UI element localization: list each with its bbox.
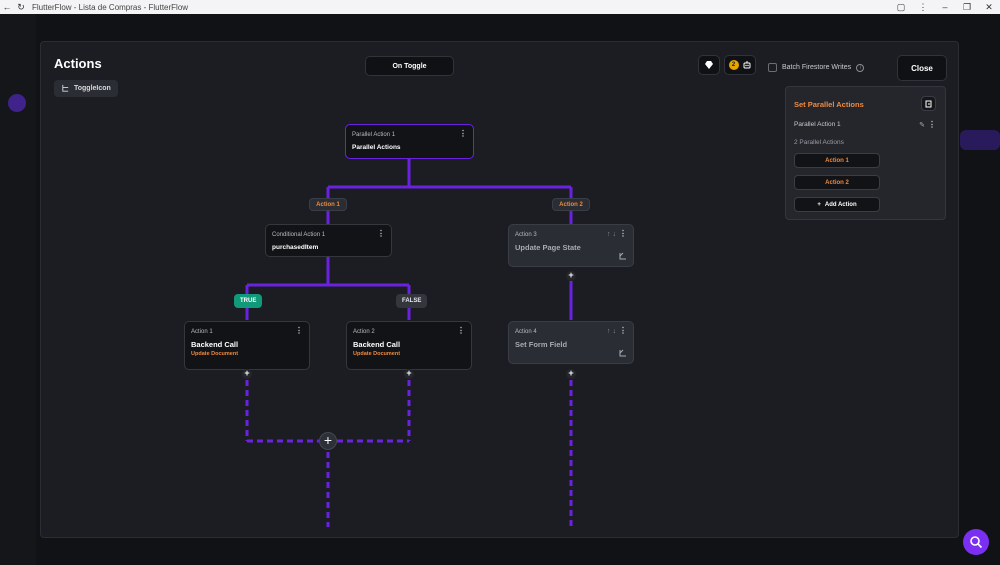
more-vert-icon[interactable]: ⋮ (457, 326, 465, 335)
false-badge: FALSE (396, 294, 428, 308)
info-icon[interactable]: i (856, 63, 865, 72)
parallel-action-node[interactable]: Parallel Action 1 Parallel Actions ⋮ (345, 124, 474, 159)
reload-icon[interactable]: ↻ (17, 1, 25, 12)
branch-icon[interactable] (619, 252, 627, 260)
node-name: purchasedItem (272, 244, 319, 251)
node-label: Conditional Action 1 (272, 232, 326, 238)
batch-writes-toggle[interactable]: Batch Firestore Writes i (768, 63, 865, 72)
coin-badge: 2 (728, 60, 739, 70)
panel-title: Set Parallel Actions (794, 100, 864, 109)
node-label: Action 2 (353, 329, 375, 335)
close-button[interactable]: Close (897, 55, 947, 81)
parallel-actions-panel: Set Parallel Actions Parallel Action 1 ✎… (785, 86, 946, 220)
add-action-icon[interactable]: + (242, 369, 252, 379)
app-sidebar (0, 14, 36, 565)
agent-button[interactable]: 2 (724, 55, 756, 75)
batch-checkbox[interactable] (768, 63, 777, 72)
node-label: Action 1 (191, 329, 213, 335)
close-window-icon[interactable]: ✕ (985, 1, 993, 12)
reorder-arrows-icon[interactable]: ↑↓ (607, 328, 618, 335)
trigger-selector[interactable]: On Toggle (365, 56, 454, 76)
action-true-node[interactable]: Action 1 Backend Call Update Document ⋮ (184, 321, 310, 370)
restore-icon[interactable]: ❐ (962, 1, 972, 12)
node-name: Backend Call (191, 340, 239, 349)
more-vert-icon[interactable]: ⋮ (619, 229, 627, 238)
browser-titlebar: ← ↻ FlutterFlow - Lista de Compras - Flu… (0, 0, 1000, 14)
node-name: Update Page State (515, 243, 581, 252)
node-name: Set Form Field (515, 340, 568, 349)
add-action-button[interactable]: + Add Action (794, 197, 880, 212)
reorder-arrows-icon[interactable]: ↑↓ (607, 231, 618, 238)
add-action-label: Add Action (824, 201, 857, 208)
true-badge: TRUE (234, 294, 263, 308)
more-vert-icon[interactable]: ⋮ (619, 326, 627, 335)
search-fab-button[interactable] (963, 529, 989, 555)
add-action-icon[interactable]: + (566, 369, 576, 379)
more-vert-icon[interactable]: ⋮ (295, 326, 303, 335)
panel-item-action-2[interactable]: Action 2 (794, 175, 880, 190)
modal-title: Actions (54, 56, 102, 71)
action-false-node[interactable]: Action 2 Backend Call Update Document ⋮ (346, 321, 472, 370)
node-label: Action 3 (515, 232, 537, 238)
app-accent-button (960, 130, 1000, 150)
add-action-merge-icon[interactable]: + (319, 432, 337, 450)
node-label: Action 4 (515, 329, 537, 335)
batch-label: Batch Firestore Writes (782, 64, 852, 71)
panel-action-name: Parallel Action 1 (794, 121, 841, 128)
more-vert-icon[interactable]: ⋮ (377, 229, 385, 238)
node-label: Parallel Action 1 (352, 132, 396, 138)
copy-icon[interactable] (921, 96, 936, 111)
flow-connectors (245, 159, 573, 527)
conditional-action-node[interactable]: Conditional Action 1 purchasedItem ⋮ (265, 224, 392, 257)
actions-modal: Actions ToggleIcon On Toggle 2 Batch Fir… (40, 41, 959, 538)
parallel-count: 2 Parallel Actions (794, 139, 844, 146)
more-vert-icon[interactable]: ⋮ (928, 120, 936, 129)
node-name: Parallel Actions (352, 144, 401, 151)
node-subtitle: Update Document (353, 351, 401, 357)
search-icon (970, 536, 983, 549)
add-action-icon[interactable]: + (404, 369, 414, 379)
widget-chip-label: ToggleIcon (74, 85, 111, 92)
add-action-icon[interactable]: + (566, 271, 576, 281)
more-icon[interactable]: ⋮ (918, 1, 928, 12)
window-title: FlutterFlow - Lista de Compras - Flutter… (32, 2, 189, 12)
panel-item-action-1[interactable]: Action 1 (794, 153, 880, 168)
gem-icon (705, 61, 713, 69)
widget-chip[interactable]: ToggleIcon (54, 80, 118, 97)
node-subtitle: Update Document (191, 351, 239, 357)
branch-pill-action-2[interactable]: Action 2 (552, 198, 590, 211)
back-arrow-icon[interactable]: ← (2, 2, 12, 12)
branch-icon[interactable] (619, 349, 627, 357)
minimize-icon[interactable]: – (942, 2, 948, 12)
branch-pill-action-1[interactable]: Action 1 (309, 198, 347, 211)
robot-icon (743, 61, 750, 69)
node-name: Backend Call (353, 340, 401, 349)
action-4-node[interactable]: Action 4 Set Form Field ↑↓ ⋮ (508, 321, 634, 364)
edit-icon[interactable]: ✎ (919, 122, 925, 129)
widget-tree-icon (62, 84, 69, 92)
more-vert-icon[interactable]: ⋮ (459, 129, 467, 138)
plus-icon: + (817, 201, 821, 208)
action-3-node[interactable]: Action 3 Update Page State ↑↓ ⋮ (508, 224, 634, 267)
extension-icon[interactable]: ▢ (896, 1, 906, 12)
gem-button[interactable] (698, 55, 720, 75)
